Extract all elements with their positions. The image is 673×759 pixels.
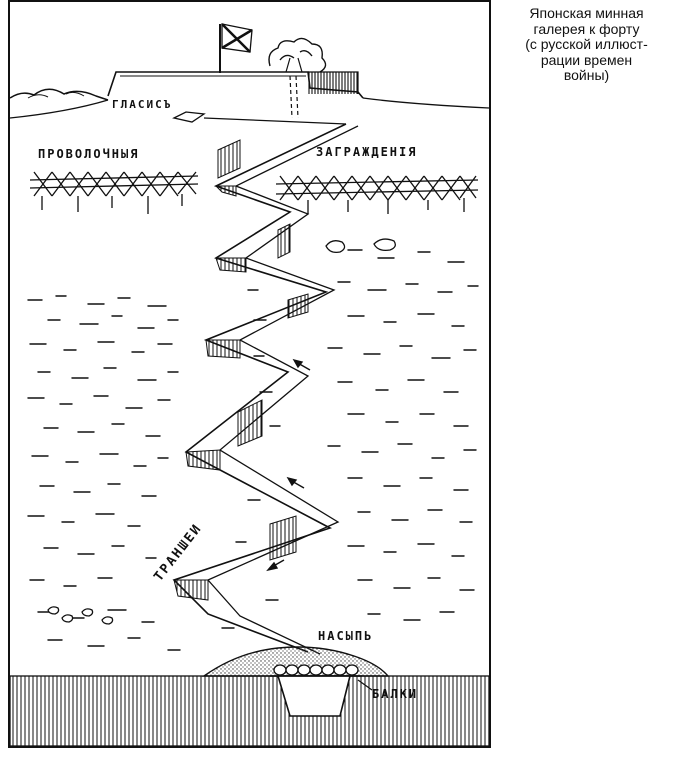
direction-arrows [266, 358, 311, 572]
trench-entry [172, 111, 206, 123]
label-wire-right: ЗАГРАЖДЕНІЯ [316, 145, 417, 159]
wire-entanglement-left [29, 171, 199, 214]
stones [47, 238, 396, 625]
label-embankment: НАСЫПЬ [318, 629, 373, 643]
flag [221, 23, 253, 53]
shaft [285, 57, 303, 119]
hills [9, 88, 109, 101]
label-glacis: ГЛАСИСЪ [112, 98, 172, 111]
glacis-slope [9, 97, 490, 119]
ground-texture [27, 249, 479, 651]
mine-gallery [276, 675, 352, 717]
figure-caption: Японская минная галерея к форту (с русск… [525, 5, 648, 83]
underground-layer [9, 675, 490, 747]
explosion-smoke [268, 37, 327, 73]
mine-gallery-illustration: ГЛАСИСЪ ПРОВОЛОЧНЫЯ ЗАГРАЖДЕНІЯ [8, 0, 491, 748]
illustration-border [8, 0, 491, 748]
fort [107, 23, 364, 119]
beams [270, 664, 362, 677]
wire-entanglement-right [275, 175, 479, 214]
trench-wall [214, 185, 237, 197]
label-beams: БАЛКИ [372, 687, 418, 701]
label-wire-left: ПРОВОЛОЧНЫЯ [38, 147, 139, 161]
